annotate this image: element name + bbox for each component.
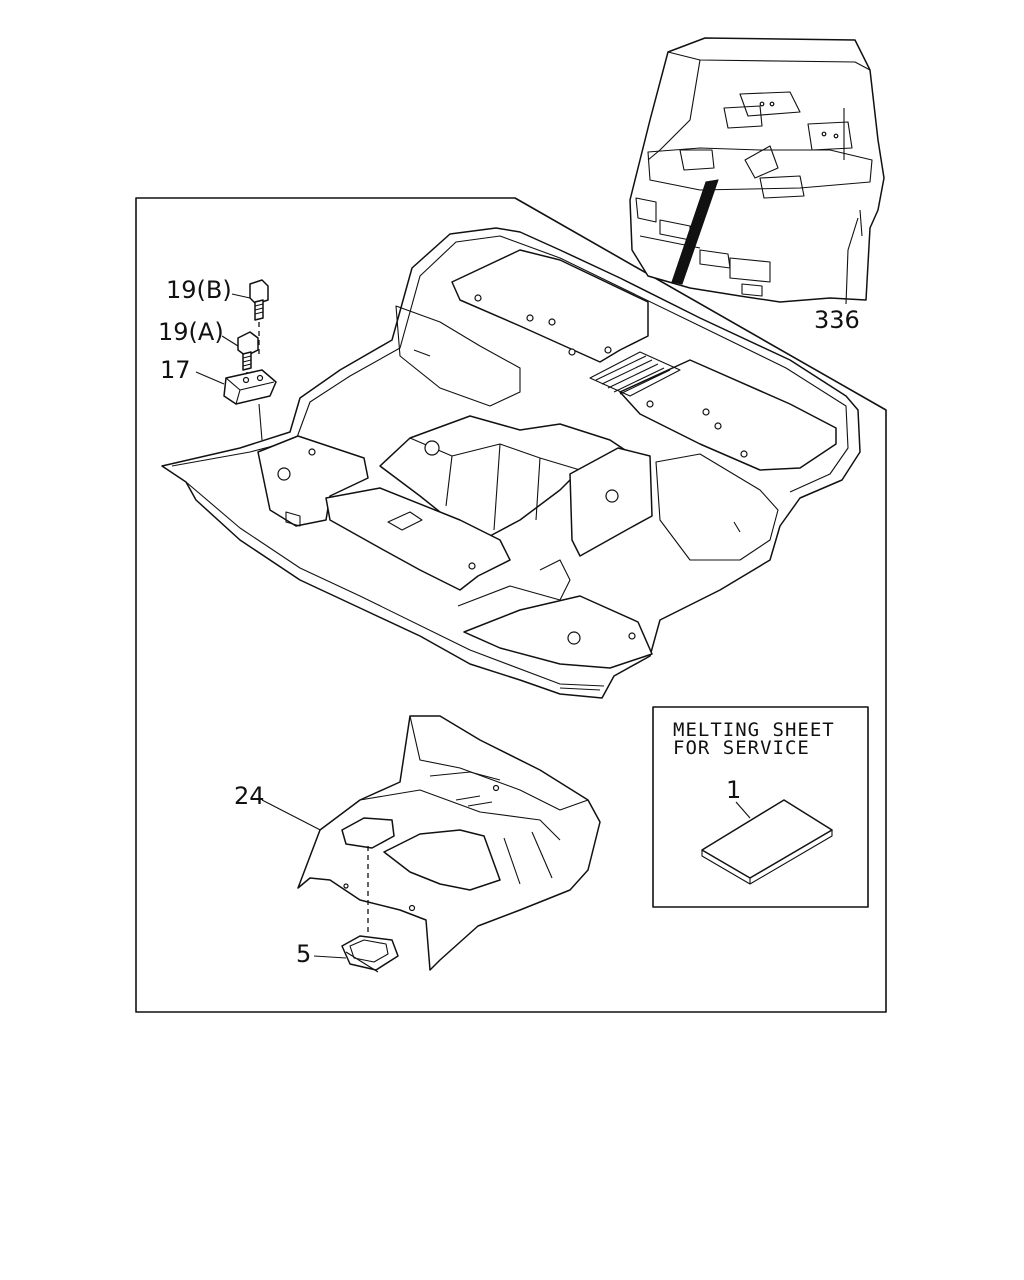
floor-mat-24-illustration: [297, 715, 601, 971]
pointer-wedge: [671, 179, 719, 285]
callout-5: 5: [296, 940, 311, 968]
bracket-17-icon: [223, 369, 277, 405]
service-box-line1: MELTING SHEET: [673, 719, 835, 741]
leader-19b: [231, 293, 251, 299]
callout-17: 17: [160, 356, 191, 384]
callout-1: 1: [726, 776, 741, 804]
melting-sheet-1-icon: [701, 799, 833, 885]
service-box-line2: FOR SERVICE: [673, 737, 810, 759]
leader-17: [195, 371, 225, 385]
cab-overview-illustration: [629, 37, 885, 303]
service-box: [652, 706, 869, 908]
leader-336: [845, 217, 859, 305]
leader-5: [313, 955, 347, 959]
bolt-19b-icon: [249, 279, 269, 321]
callout-19a: 19(A): [158, 318, 224, 346]
leader-19a: [221, 335, 239, 347]
callout-336: 336: [814, 306, 860, 334]
leader-1: [735, 801, 751, 819]
diagram-frame: [135, 197, 887, 1013]
floor-panel-illustration: [161, 227, 861, 699]
callout-19b: 19(B): [166, 276, 232, 304]
bolt-19a-icon: [237, 331, 259, 371]
callout-24: 24: [234, 782, 265, 810]
grommet-5-icon: [341, 935, 399, 973]
